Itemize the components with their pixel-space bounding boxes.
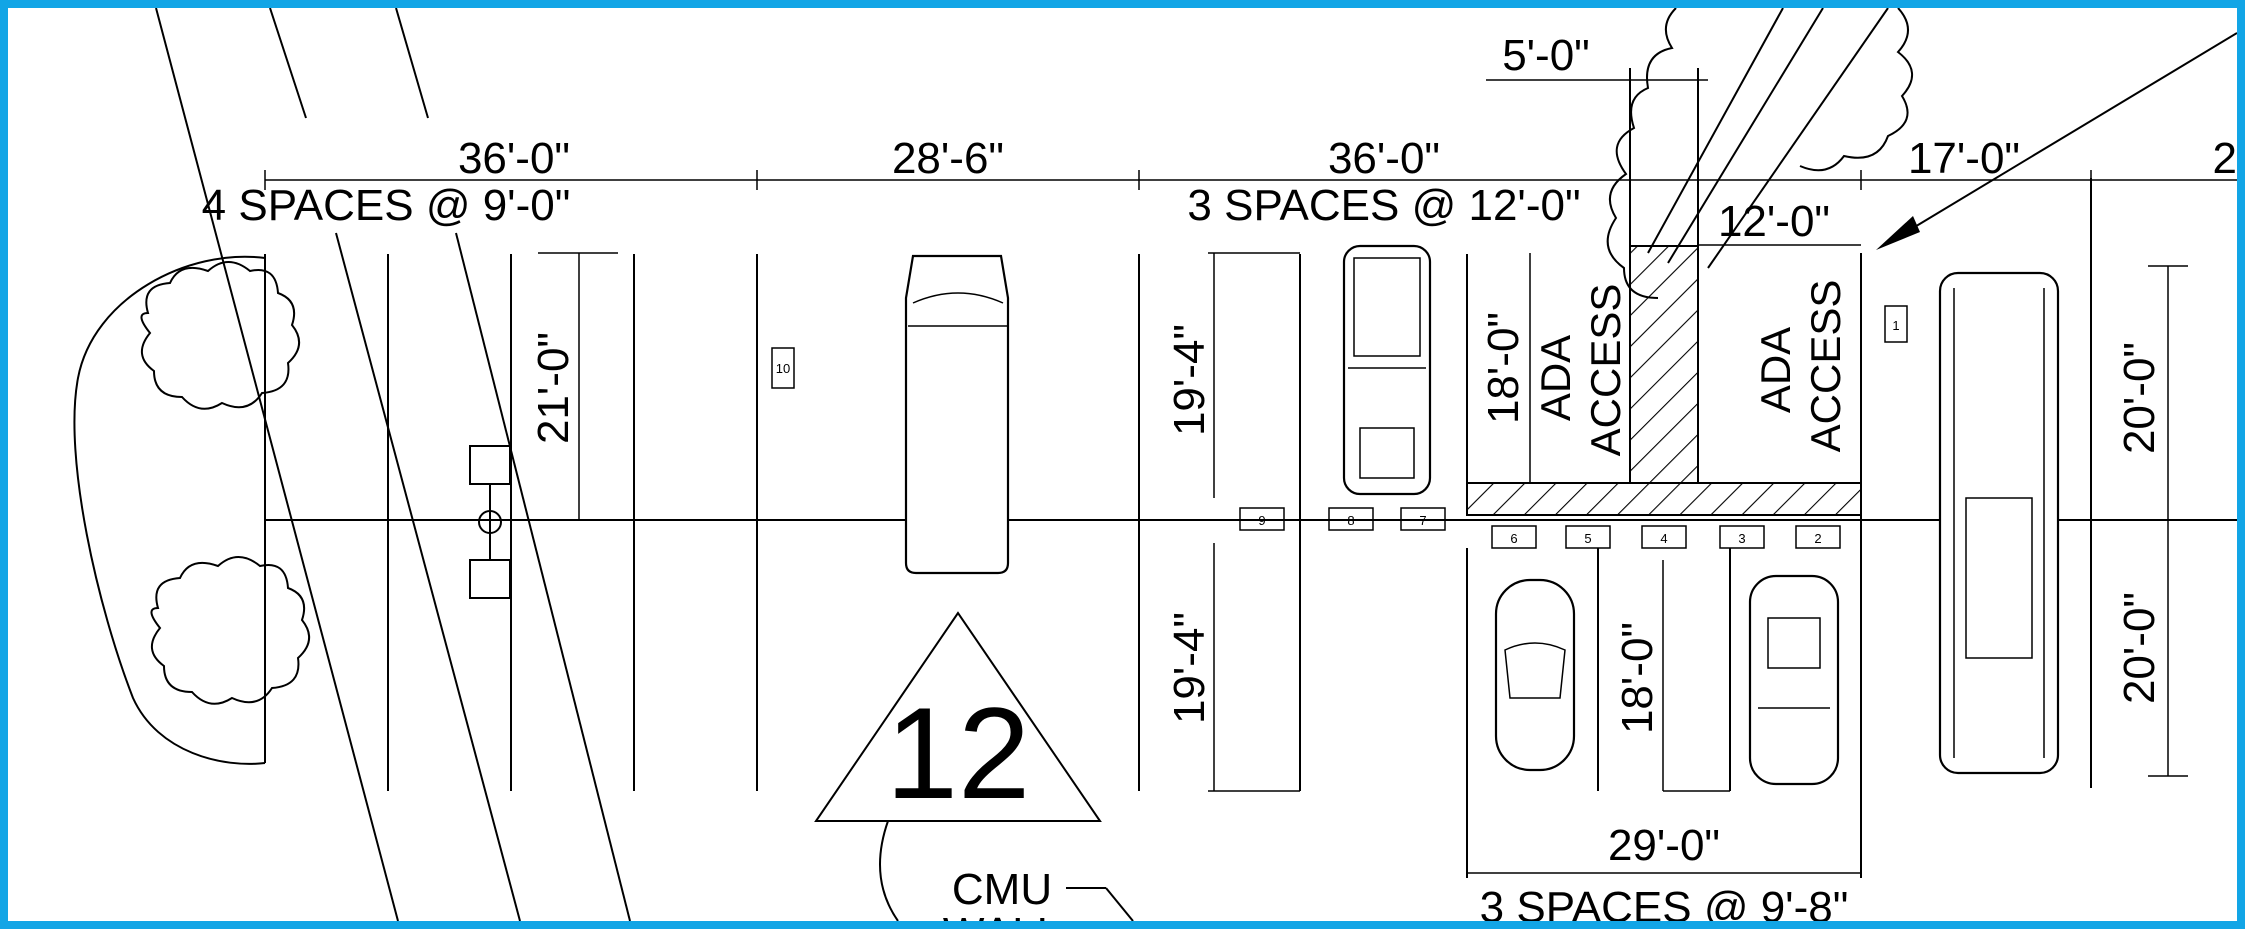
dimension-label: 2 xyxy=(2213,134,2237,183)
wall-label: WALL xyxy=(943,909,1061,921)
tree-icon xyxy=(150,556,310,705)
dimension-label: 36'-0" xyxy=(1328,134,1440,183)
spaces-note-left: 4 SPACES @ 9'-0" xyxy=(202,181,571,230)
stall-tag: 10 xyxy=(771,347,795,389)
cmu-wall-note xyxy=(1066,887,1134,921)
stall-tag: 8 xyxy=(1328,507,1374,531)
dimension-label: 5'-0" xyxy=(1502,31,1590,80)
svg-text:10: 10 xyxy=(776,361,790,376)
stall-tag: 2 xyxy=(1795,525,1841,549)
dimension-label: 20'-0" xyxy=(2115,592,2164,704)
stall-tag: 3 xyxy=(1719,525,1765,549)
dimension-label: 21'-0" xyxy=(529,332,578,444)
stall-tag: 5 xyxy=(1565,525,1611,549)
bus-icon xyxy=(1938,271,2060,775)
svg-text:1: 1 xyxy=(1892,318,1899,333)
suv-icon xyxy=(1748,574,1840,786)
light-pole-icon xyxy=(469,445,511,599)
svg-text:2: 2 xyxy=(1814,531,1821,546)
stall-tag: 7 xyxy=(1400,507,1446,531)
spaces-note-bottom: 3 SPACES @ 9'-8" xyxy=(1480,883,1849,921)
dimension-label: 29'-0" xyxy=(1608,821,1720,870)
svg-text:4: 4 xyxy=(1660,531,1667,546)
dimension-label: 19'-4" xyxy=(1165,612,1214,724)
tree-icon xyxy=(140,261,300,410)
stall-tag: 1 xyxy=(1884,305,1908,343)
spaces-note-mid: 3 SPACES @ 12'-0" xyxy=(1187,181,1580,230)
pickup-truck-icon xyxy=(1342,244,1432,496)
stall-tags: 1 2 3 4 5 6 7 8 xyxy=(771,305,1908,549)
diagonal-lines-top xyxy=(1647,8,1889,269)
dimension-label: 36'-0" xyxy=(458,134,570,183)
svg-text:5: 5 xyxy=(1584,531,1591,546)
landscape-island xyxy=(73,255,266,765)
dimension-label: 28'-6" xyxy=(892,134,1004,183)
keynote-triangle: 12 xyxy=(814,611,1102,921)
leader-arrow xyxy=(1876,32,2237,250)
svg-text:9: 9 xyxy=(1258,513,1265,528)
access-label: ACCESS xyxy=(1802,280,1849,453)
dimension-label: 17'-0" xyxy=(1908,134,2020,183)
ada-label: ADA xyxy=(1532,335,1579,421)
dimension-label: 19'-4" xyxy=(1165,324,1214,436)
stall-tag: 4 xyxy=(1641,525,1687,549)
cmu-label: CMU xyxy=(952,865,1052,914)
svg-text:6: 6 xyxy=(1510,531,1517,546)
ada-label: ADA xyxy=(1752,327,1799,413)
dimension-lines xyxy=(264,79,2237,874)
diagonal-road-lines xyxy=(155,8,631,921)
dimension-label: 12'-0" xyxy=(1718,197,1830,246)
tree-canopy-icon xyxy=(1606,8,1913,299)
svg-text:3: 3 xyxy=(1738,531,1745,546)
dimension-label: 20'-0" xyxy=(2115,342,2164,454)
keynote-number: 12 xyxy=(886,680,1031,826)
dimension-label: 18'-0" xyxy=(1479,312,1528,424)
stall-tag: 9 xyxy=(1239,507,1285,531)
dimension-label: 18'-0" xyxy=(1613,622,1662,734)
parking-plan: 1 2 3 4 5 6 7 8 xyxy=(73,8,2237,921)
svg-text:8: 8 xyxy=(1347,513,1354,528)
svg-text:7: 7 xyxy=(1419,513,1426,528)
van-icon xyxy=(904,254,1010,575)
stall-tag: 6 xyxy=(1491,525,1537,549)
access-label: ACCESS xyxy=(1582,284,1629,457)
ada-access-aisle xyxy=(1466,68,1862,516)
car-icon xyxy=(1494,578,1576,772)
